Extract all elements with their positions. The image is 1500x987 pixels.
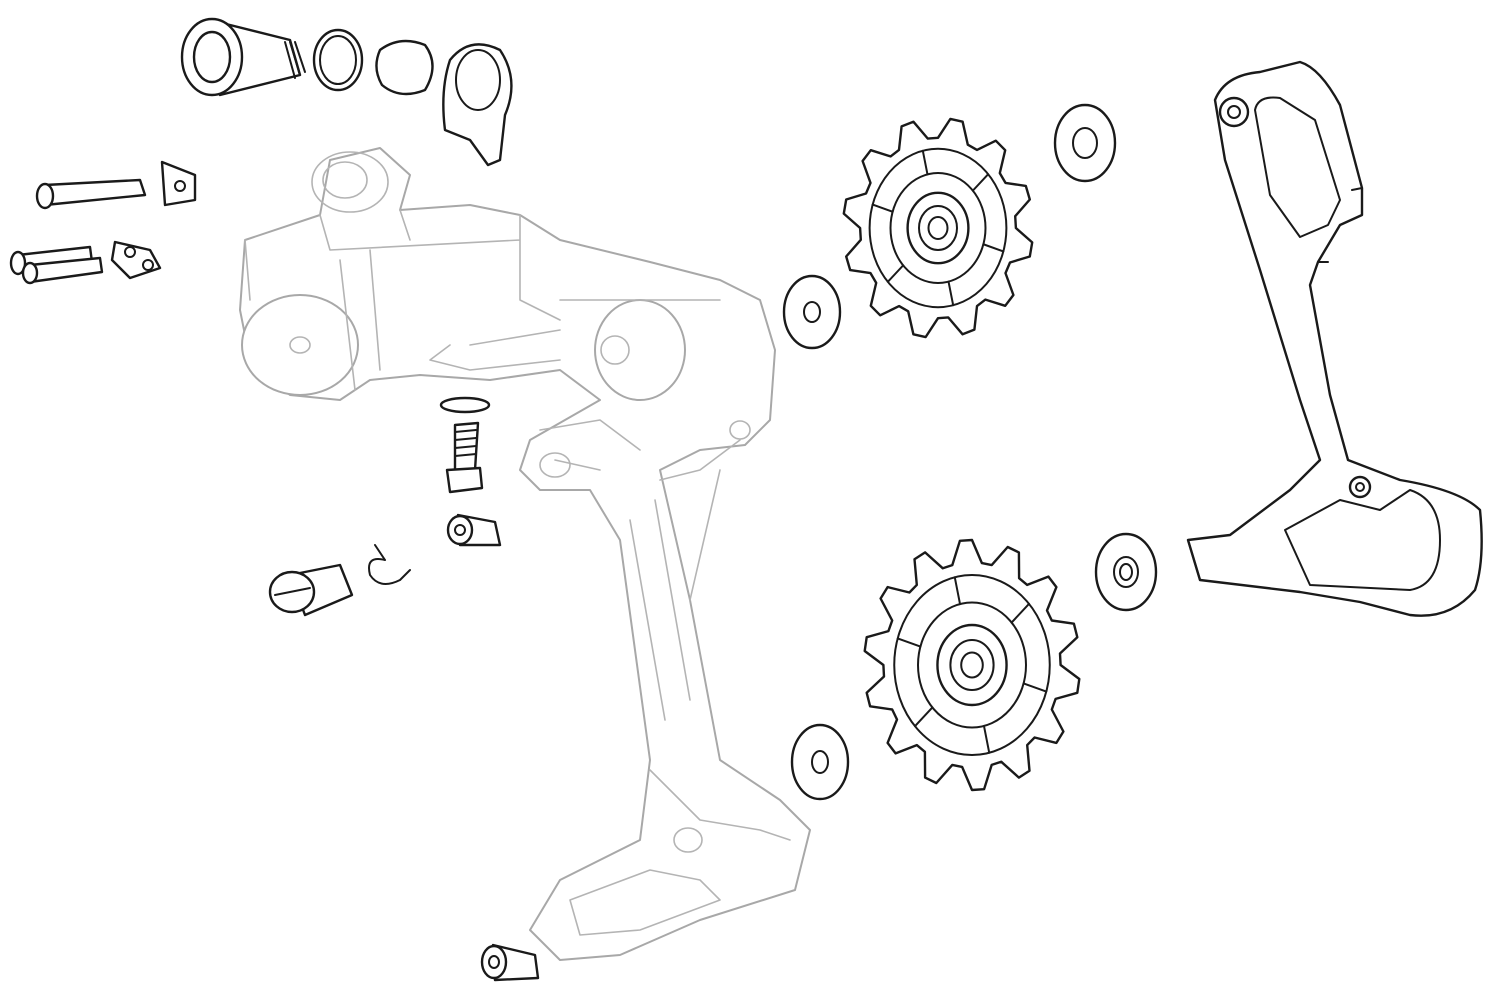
pivot-pins <box>9 160 197 285</box>
pulley-ring <box>960 651 984 679</box>
pulley-spoke <box>1022 682 1048 693</box>
pulley-spoke <box>886 264 905 283</box>
washer-ring <box>312 28 364 92</box>
pulley-washers <box>782 103 1158 801</box>
pulley-spoke <box>947 280 955 307</box>
bushing-small <box>446 513 502 547</box>
pulley-ring <box>918 205 958 251</box>
wave-washer <box>375 39 434 96</box>
pulley-ring <box>927 216 949 240</box>
cage-stop-pin <box>268 563 354 617</box>
derailleur-body <box>239 147 811 961</box>
b-tension-plate <box>442 43 513 167</box>
limit-screw <box>439 396 491 494</box>
pulley-ring <box>889 172 987 284</box>
pulley-spoke <box>953 576 962 606</box>
pulley-ring <box>868 147 1008 309</box>
e-clip <box>368 544 411 585</box>
pulley-ring <box>893 574 1051 756</box>
pulley-ring <box>906 191 970 265</box>
pulley-spoke <box>982 243 1005 253</box>
b-knuckle-bolt <box>180 17 306 97</box>
pulley-ring <box>936 623 1008 707</box>
pulley-spoke <box>971 173 990 192</box>
bushing-bottom <box>480 943 540 982</box>
pulley-spoke <box>982 724 991 754</box>
pulley-spoke <box>921 149 929 176</box>
pulley-ring <box>949 639 995 691</box>
pulley-spoke <box>1010 602 1031 624</box>
pulley-spoke <box>913 706 934 728</box>
lower-pulley-wheel <box>863 538 1081 792</box>
inner-cage-plate <box>1186 60 1483 617</box>
pulley-ring <box>917 601 1027 729</box>
pulley-spoke <box>896 637 922 648</box>
upper-pulley-wheel <box>842 117 1034 339</box>
pulley-spoke <box>871 203 894 213</box>
